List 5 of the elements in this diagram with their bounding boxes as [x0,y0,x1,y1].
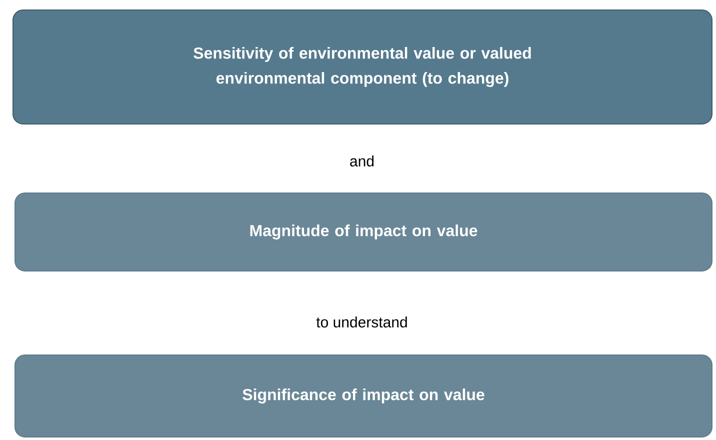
rounded-box: Sensitivity of environmental value or valued environmental component (to change) [12,10,712,124]
rounded-box: Significance of impact on value [14,354,712,438]
rounded-box: Magnitude of impact on value [14,192,712,272]
connector-text: and [350,156,374,166]
connector-text: to understand [316,316,407,328]
